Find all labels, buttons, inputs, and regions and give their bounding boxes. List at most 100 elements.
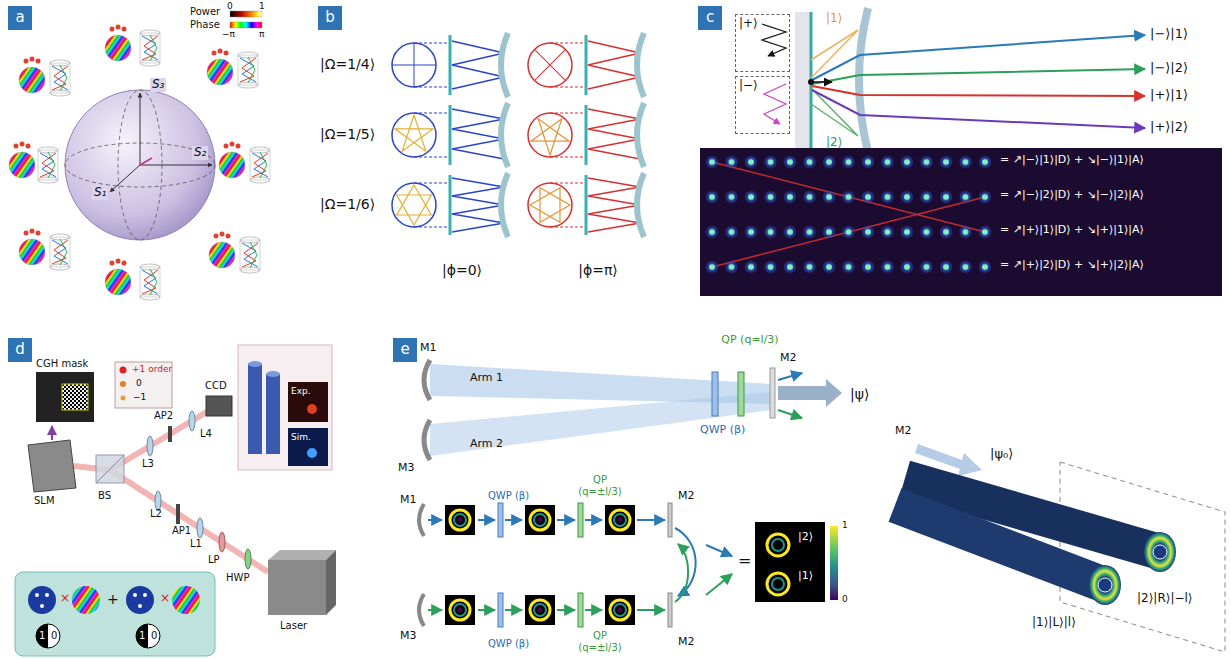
- panel-b-cavities: [392, 173, 644, 237]
- panel-a-sphere: [140, 93, 141, 165]
- panel-letter: b: [325, 9, 335, 26]
- panel-d-setup: [238, 345, 332, 470]
- panel-b-cavities: [452, 41, 504, 89]
- panel-b-cavities: [392, 43, 436, 87]
- panel-d-setup: [307, 448, 317, 458]
- panel-e-cavity: [578, 593, 583, 627]
- panel-e-cavity: [772, 578, 784, 590]
- panel-b-cavities: [501, 33, 508, 97]
- panel-e-cavity: [585, 519, 602, 521]
- panel-e-cavity: [755, 522, 825, 602]
- panel-b-cavities: [414, 113, 450, 114]
- panel-a-sphere: [250, 147, 270, 183]
- panel-d-setup: [136, 624, 160, 648]
- colorbar-label: Power: [190, 6, 220, 18]
- panel-d-setup: [189, 411, 195, 431]
- panel-e-cavity: [637, 519, 665, 521]
- panel-e-cavity: [738, 372, 744, 416]
- panel-b-cavities: [550, 87, 586, 88]
- panel-badge: a: [8, 6, 32, 30]
- panel-c-cavity: [808, 79, 814, 85]
- panel-b-cavities: [528, 113, 572, 157]
- state-label: |Ω=1/4⟩: [320, 56, 375, 72]
- panel-e-cavity: [778, 379, 842, 407]
- panel-d-setup: [176, 504, 180, 524]
- panel-d-setup: [168, 426, 172, 442]
- order-label: −1: [133, 392, 146, 402]
- component-label: M2: [895, 425, 912, 438]
- panel-d-setup: [248, 364, 262, 454]
- panel-d-setup: [206, 396, 232, 416]
- panel-d-setup: [40, 604, 44, 608]
- mask-value: 1: [139, 630, 145, 642]
- component-label: LP: [208, 554, 220, 566]
- panel-a-sphere: [19, 57, 45, 94]
- component-label: QWP (β): [488, 490, 529, 502]
- output-state: |−⟩|2⟩: [1150, 61, 1188, 76]
- panel-e-cavity: [424, 360, 430, 400]
- order-label: +1 order: [132, 364, 172, 374]
- panel-b-cavities: [392, 113, 436, 157]
- panel-e-cavity: [895, 505, 1105, 585]
- panel-d-setup: [147, 436, 153, 456]
- component-label: M2: [678, 490, 695, 503]
- component-label: M3: [400, 630, 417, 643]
- output-state: |2⟩|R⟩|−l⟩: [1135, 592, 1195, 606]
- state-box: |+⟩: [735, 14, 790, 72]
- panel-e-cavity: [770, 368, 775, 418]
- panel-c-cavity: [764, 84, 786, 124]
- panel-c-cavity: [812, 69, 1145, 84]
- panel-badge: c: [698, 6, 722, 30]
- component-label: CCD: [205, 380, 227, 392]
- panel-b-cavities: [501, 173, 508, 237]
- panel-e-cavity: [525, 505, 555, 535]
- panel-e-cavity: [668, 593, 672, 627]
- panel-c-cavity: [812, 86, 1145, 96]
- panel-badge: e: [393, 338, 417, 362]
- component-label: M1: [420, 342, 437, 355]
- panel-c-cavity: [762, 24, 786, 56]
- panel-b-cavities: [397, 195, 432, 225]
- panel-d-setup: [136, 624, 148, 648]
- panel-a-sphere: [38, 147, 58, 183]
- panel-letter: c: [706, 9, 714, 26]
- panel-e-cavity: [605, 595, 635, 625]
- panel-d-setup: [36, 372, 94, 422]
- component-label: L1: [190, 538, 202, 550]
- panel-b-cavities: [414, 87, 450, 88]
- panel-d-setup: [172, 586, 200, 614]
- colorbar-tick: π: [259, 29, 264, 39]
- mask-value: 0: [151, 630, 157, 642]
- panel-b-cavities: [414, 183, 450, 184]
- mode-label: |2⟩: [798, 531, 813, 544]
- panel-e-cavity: [428, 519, 442, 521]
- panel-b-cavities: [452, 109, 504, 159]
- panel-e-cavity: [525, 595, 555, 625]
- output-state: |1⟩|L⟩|l⟩: [1030, 616, 1078, 630]
- panel-a-sphere: [230, 22, 262, 28]
- panel-b-cavities: [525, 188, 570, 231]
- panel-e-cavity: [772, 539, 784, 551]
- component-label: QWP (β): [488, 638, 529, 650]
- panel-e-cavity: [1089, 565, 1121, 605]
- panel-b-cavities: [392, 33, 644, 97]
- order-label: 0: [136, 378, 142, 388]
- panel-a-sphere: [65, 90, 215, 240]
- state-label: |Ω=1/5⟩: [320, 126, 375, 142]
- panel-c-cavity: [812, 90, 1145, 128]
- component-label: SLM: [34, 495, 55, 507]
- panel-a-sphere: [140, 165, 212, 166]
- panel-a-sphere: [140, 264, 160, 300]
- panel-c-cavity: [700, 148, 1222, 296]
- panel-a-sphere: [110, 165, 140, 192]
- path-label: |1⟩: [826, 12, 842, 26]
- panel-b-cavities: [449, 175, 452, 235]
- panel-d-setup: [138, 604, 142, 608]
- panel-a-sphere: [140, 158, 152, 165]
- panel-b-cavities: [414, 157, 450, 158]
- inset-label: Sim.: [291, 432, 311, 442]
- component-label: M1: [400, 494, 417, 507]
- panel-e-cavity: [428, 609, 442, 611]
- component-label: Laser: [280, 620, 307, 632]
